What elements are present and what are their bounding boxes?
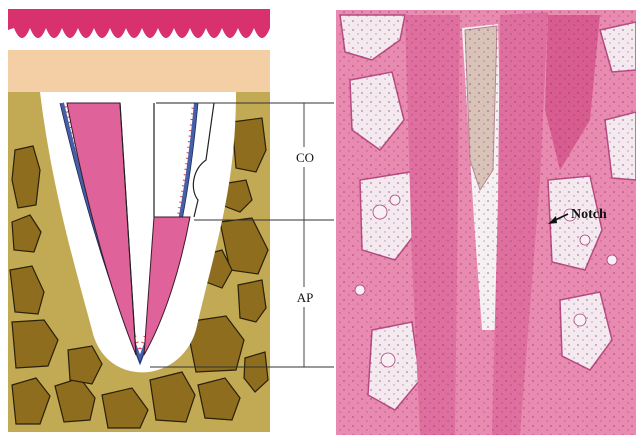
ap-label: AP [297, 290, 314, 305]
schematic-diagram: CO AP [8, 9, 334, 432]
co-label: CO [296, 150, 314, 165]
notch-label: Notch [571, 207, 607, 222]
gingiva [8, 9, 270, 38]
histology-micrograph [336, 10, 636, 435]
connective-tissue [8, 50, 270, 92]
